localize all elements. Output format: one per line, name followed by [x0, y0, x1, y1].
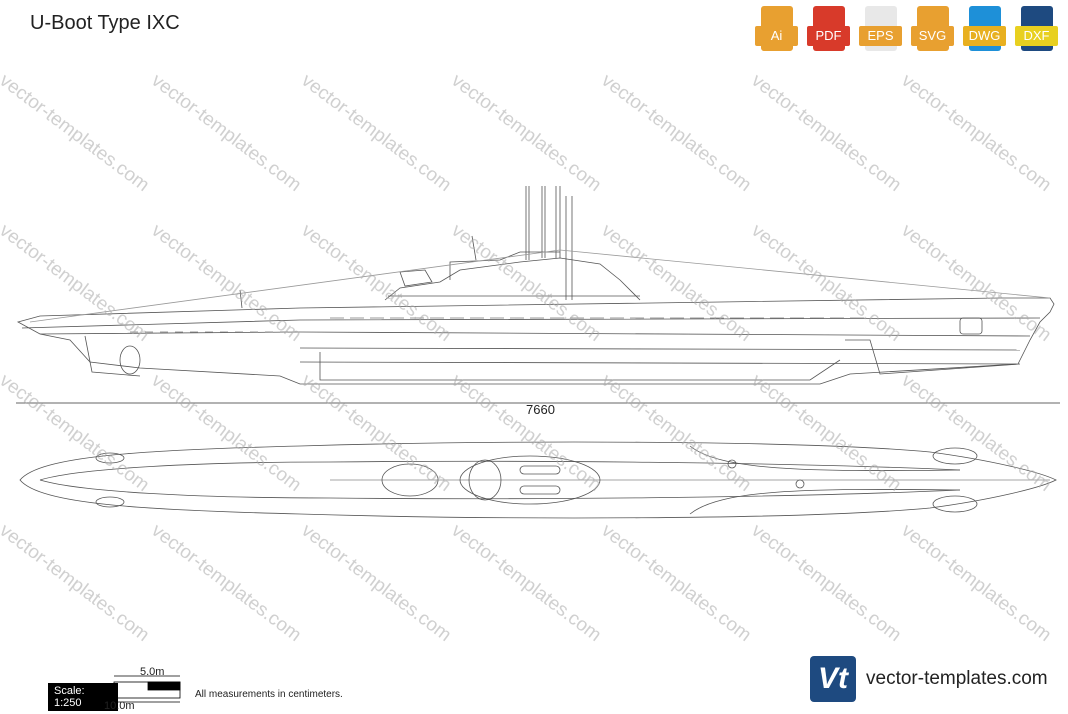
svg-format-icon[interactable]: SVG: [911, 6, 954, 52]
pdf-format-label: PDF: [807, 26, 850, 46]
eps-format-label: EPS: [859, 26, 902, 46]
side-view: [16, 186, 1060, 404]
ai-format-label: Ai: [755, 26, 798, 46]
pdf-format-icon[interactable]: PDF: [807, 6, 850, 52]
length-dimension: 7660: [526, 402, 555, 417]
measurement-note: All measurements in centimeters.: [195, 689, 343, 700]
scale-five-label: 5.0m: [140, 666, 165, 678]
brand-link[interactable]: Vt vector-templates.com: [810, 656, 1048, 702]
page-title: U-Boot Type IXC: [30, 12, 180, 34]
dxf-format-label: DXF: [1015, 26, 1058, 46]
format-download-bar: Ai PDF EPS SVG DWG DXF: [755, 6, 1058, 52]
brand-name: vector-templates.com: [866, 668, 1048, 689]
eps-format-icon[interactable]: EPS: [859, 6, 902, 52]
dwg-format-label: DWG: [963, 26, 1006, 46]
dxf-format-icon[interactable]: DXF: [1015, 6, 1058, 52]
brand-logo-icon: Vt: [810, 656, 856, 702]
scale-ratio-label: Scale: 1:250: [48, 683, 118, 711]
svg-format-label: SVG: [911, 26, 954, 46]
ai-format-icon[interactable]: Ai: [755, 6, 798, 52]
top-view: [19, 441, 1057, 519]
scale-ten-label: 10.0m: [104, 700, 135, 712]
scale-bar: [113, 675, 181, 703]
dwg-format-icon[interactable]: DWG: [963, 6, 1006, 52]
